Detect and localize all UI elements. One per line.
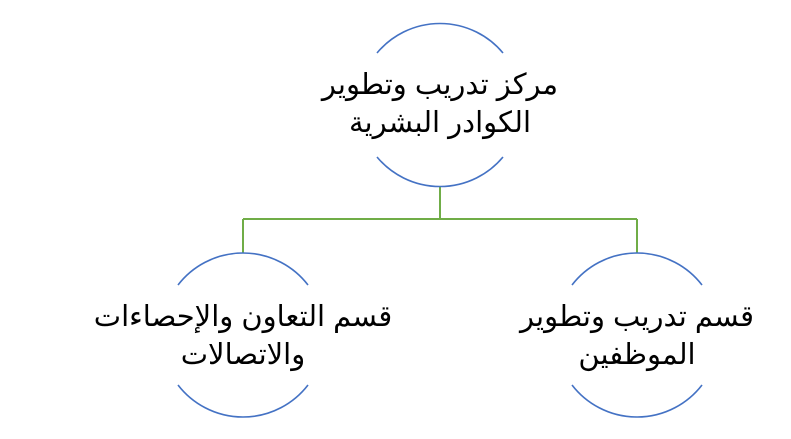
left-node-top-arc bbox=[177, 252, 309, 286]
root-node-line1: مركز تدريب وتطوير bbox=[321, 69, 559, 101]
root-node-top-arc bbox=[376, 22, 504, 54]
left-child-line1: قسم التعاون والإحصاءات bbox=[93, 301, 393, 333]
left-child-line2: والاتصالات bbox=[180, 339, 306, 371]
right-child-line2: الموظفين bbox=[578, 339, 696, 371]
root-node-bottom-arc bbox=[376, 156, 504, 188]
connectors bbox=[242, 187, 638, 253]
left-child-node: قسم التعاون والإحصاءات والاتصالات bbox=[93, 298, 393, 374]
left-node-bottom-arc bbox=[177, 384, 309, 418]
right-child-node: قسم تدريب وتطوير الموظفين bbox=[487, 298, 787, 374]
right-node-bottom-arc bbox=[571, 384, 703, 418]
right-node-top-arc bbox=[571, 252, 703, 286]
root-node-line2: الكوادر البشرية bbox=[348, 107, 532, 139]
root-node: مركز تدريب وتطوير الكوادر البشرية bbox=[290, 66, 590, 142]
right-child-line1: قسم تدريب وتطوير bbox=[520, 301, 754, 333]
